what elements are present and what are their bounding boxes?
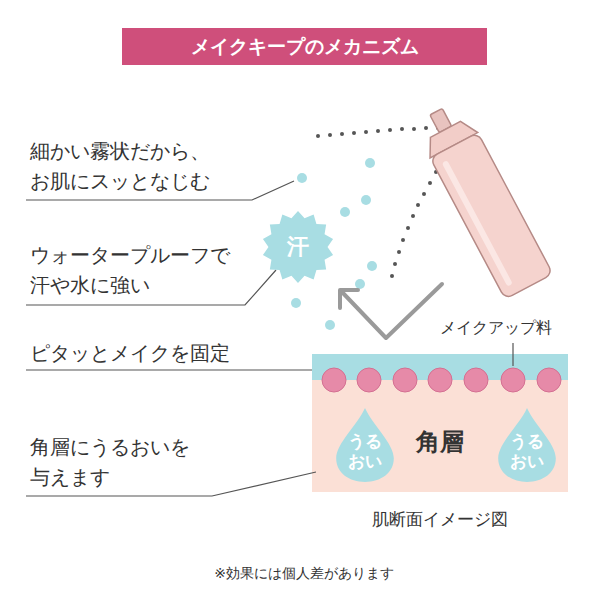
skin-layer [312, 378, 568, 492]
title-band [122, 28, 487, 65]
callout-text: ピタッとメイクを固定 [30, 338, 230, 368]
node-text: うる おい [347, 432, 383, 471]
caption: 肌断面イメージ図 [312, 508, 568, 531]
sweat-burst: 汗 [262, 211, 334, 283]
moisture-drop: うる おい [335, 408, 395, 482]
node-text: 汗 [287, 234, 309, 259]
callout-text: メイクアップ料 [440, 316, 552, 340]
title: メイクキープのメカニズム [122, 28, 487, 65]
spray-can [412, 99, 553, 299]
node-text: うる おい [509, 432, 545, 471]
leader-lines [26, 181, 513, 496]
callout-text: ウォータープルーフで汗や水に強い [30, 240, 238, 300]
makeup-particles [322, 368, 561, 392]
callout-text: 細かい霧状だから、お肌にスッとなじむ [30, 136, 218, 196]
node-text: 角層 [416, 429, 464, 457]
flow-arrow [340, 284, 442, 338]
footnote: ※効果には個人差があります [0, 563, 608, 584]
moisture-drop: うる おい [497, 408, 557, 482]
skin-section: 角層 うる おい うる おい [312, 354, 568, 492]
callout-text: 角層にうるおいを与えます [30, 432, 198, 492]
